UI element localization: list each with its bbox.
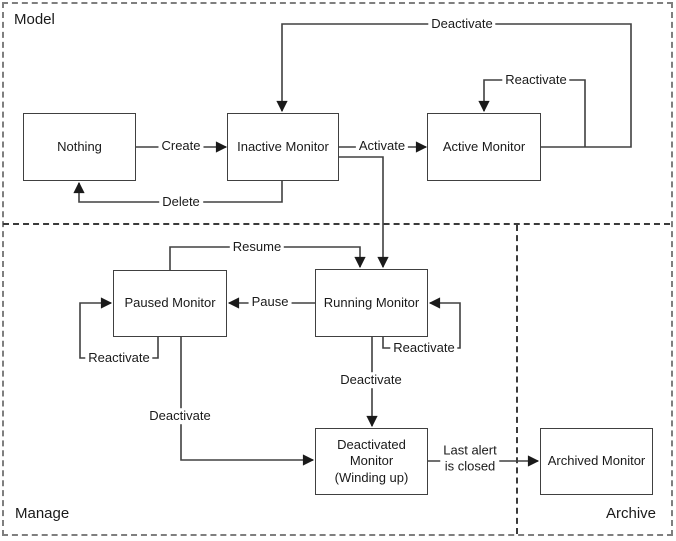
edge-label-last-alert: Last alert is closed — [440, 442, 500, 474]
state-node-nothing: Nothing — [23, 113, 136, 181]
state-node-archived-monitor: Archived Monitor — [540, 428, 653, 495]
edge-label-create: Create — [158, 138, 204, 154]
edge-label-deactivate-paused: Deactivate — [146, 408, 214, 424]
edge-label-deactivate-top: Deactivate — [428, 16, 496, 32]
edge-label-delete: Delete — [159, 194, 203, 210]
state-node-active-monitor: Active Monitor — [427, 113, 541, 181]
deactivated-monitor-label: Deactivated Monitor (Winding up) — [335, 437, 409, 486]
model-manage-divider — [3, 223, 670, 225]
deactivated-monitor-line1: Deactivated — [337, 437, 406, 453]
edge-deactivate-top-line — [276, 23, 632, 148]
edge-deactivate-paused-line — [180, 337, 315, 466]
edge-label-resume: Resume — [229, 239, 285, 255]
edge-label-last-alert-line1: Last alert — [443, 442, 497, 458]
edge-label-pause: Pause — [248, 294, 292, 310]
state-node-inactive-monitor: Inactive Monitor — [227, 113, 339, 181]
deactivated-monitor-line2: Monitor — [349, 453, 394, 469]
manage-archive-divider — [516, 225, 518, 534]
edge-label-deactivate-running: Deactivate — [337, 372, 405, 388]
edge-label-reactivate-running: Reactivate — [390, 340, 458, 356]
state-node-running-monitor: Running Monitor — [315, 269, 428, 337]
outer-region-border — [2, 2, 673, 536]
edge-label-last-alert-line2: is closed — [444, 458, 496, 473]
edge-label-reactivate-active: Reactivate — [502, 72, 570, 88]
state-node-deactivated-monitor: Deactivated Monitor (Winding up) — [315, 428, 428, 495]
edge-reactivate-paused-line — [79, 297, 159, 359]
edge-inactive-to-running-line — [339, 156, 389, 269]
deactivated-monitor-line3: (Winding up) — [334, 469, 409, 485]
edge-label-reactivate-paused: Reactivate — [85, 350, 153, 366]
region-label-archive: Archive — [606, 505, 657, 522]
region-label-model: Model — [14, 11, 55, 28]
region-label-manage: Manage — [15, 505, 70, 522]
edge-label-activate: Activate — [355, 138, 409, 154]
state-node-paused-monitor: Paused Monitor — [113, 270, 227, 337]
edge-reactivate-running-line — [382, 297, 461, 349]
